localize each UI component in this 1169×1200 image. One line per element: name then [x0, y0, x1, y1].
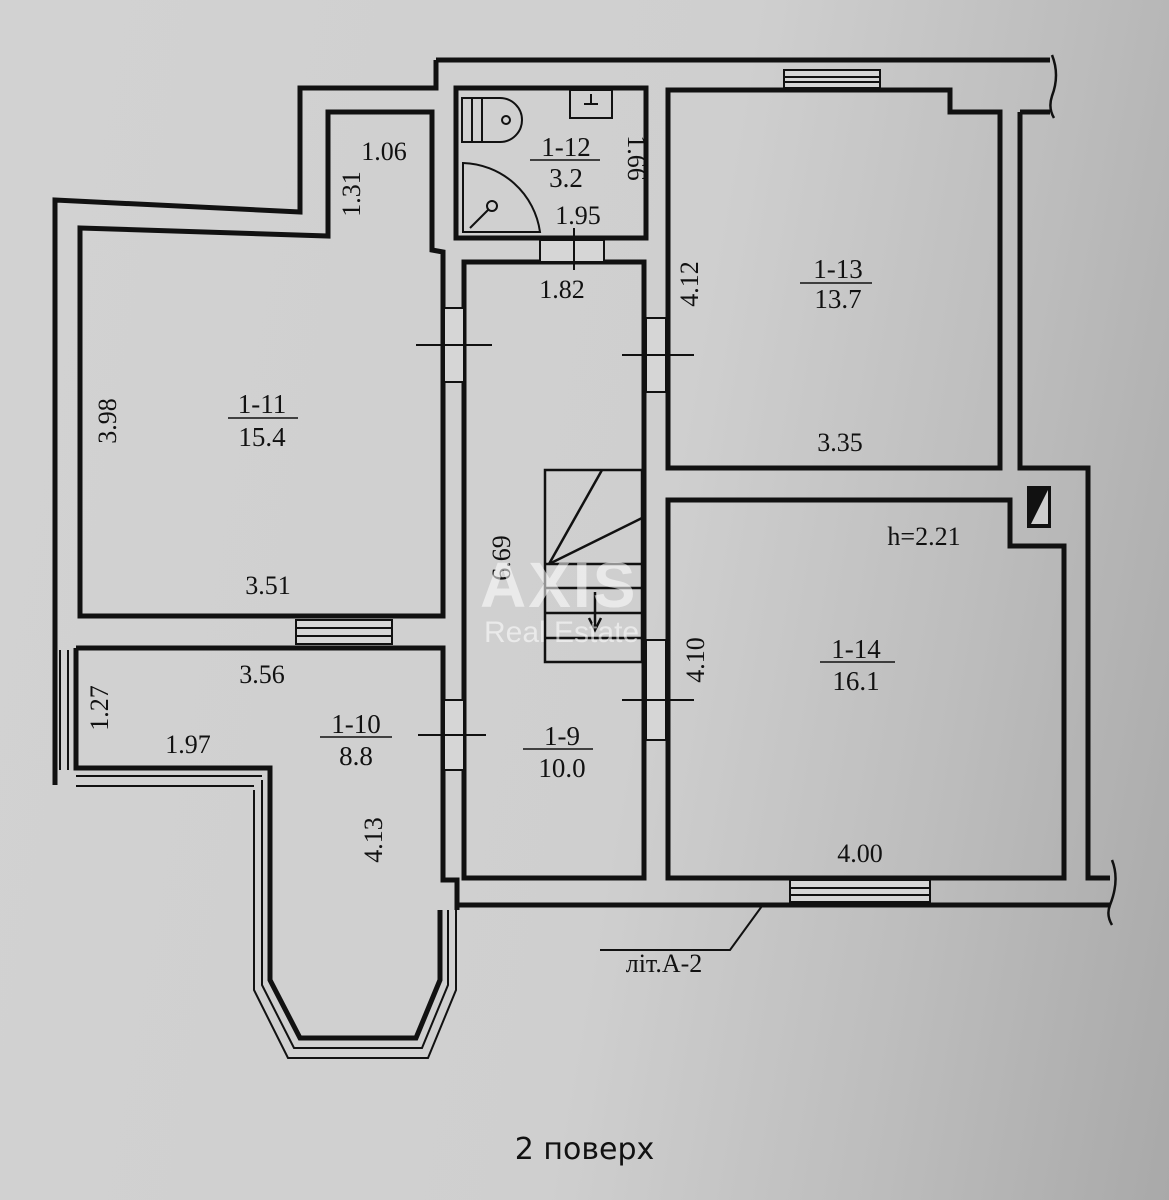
door-icon	[416, 228, 694, 771]
dimension-label: 4.00	[837, 839, 883, 868]
dimension-label: 1.06	[361, 137, 407, 166]
room-1-14-walls	[665, 497, 1067, 881]
room-id: 1-11	[238, 389, 287, 419]
dimension-label: 6.69	[487, 535, 516, 581]
room-area: 16.1	[832, 666, 879, 696]
dimension-label: 3.35	[817, 428, 863, 457]
dimension-label: 1.82	[539, 275, 585, 304]
floor-caption: 2 поверх	[514, 1132, 655, 1167]
room-1-13-walls	[665, 87, 1003, 471]
building-label: літ.А-2	[626, 949, 703, 978]
ceiling-height-label: h=2.21	[887, 522, 960, 551]
dimension-label: 3.98	[93, 398, 122, 444]
window-icon	[295, 69, 931, 903]
room-area: 3.2	[549, 163, 583, 193]
room-id: 1-14	[831, 634, 881, 664]
room-id: 1-12	[541, 132, 591, 162]
room-area: 13.7	[814, 284, 861, 314]
room-id: 1-9	[544, 721, 580, 751]
dimension-label: 1.27	[85, 685, 114, 731]
room-id: 1-10	[331, 709, 381, 739]
room-1-10-walls	[73, 645, 460, 1041]
stairs-icon	[543, 468, 644, 664]
dimension-label: 1.66	[622, 135, 651, 181]
right-wall	[1017, 109, 1110, 881]
room-area: 15.4	[238, 422, 286, 452]
dimension-label: 1.97	[165, 730, 211, 759]
dimension-label: 4.13	[359, 817, 388, 863]
shower-icon	[462, 161, 542, 233]
dimension-label: 4.10	[681, 637, 710, 683]
dimension-label: 3.51	[245, 571, 291, 600]
dimension-label: 3.56	[239, 660, 285, 689]
sink-icon	[569, 89, 613, 119]
room-1-11-walls	[77, 109, 446, 619]
dimension-label: 1.95	[555, 201, 601, 230]
toilet-icon	[461, 97, 523, 143]
room-area: 8.8	[339, 741, 373, 771]
room-area: 10.0	[538, 753, 585, 783]
dimension-label: 1.31	[337, 171, 366, 217]
dimension-label: 4.12	[675, 261, 704, 307]
room-1-12-walls	[453, 85, 649, 241]
outer-wall	[52, 57, 1050, 785]
room-id: 1-13	[813, 254, 863, 284]
ventilation-shaft-icon	[1027, 486, 1051, 528]
